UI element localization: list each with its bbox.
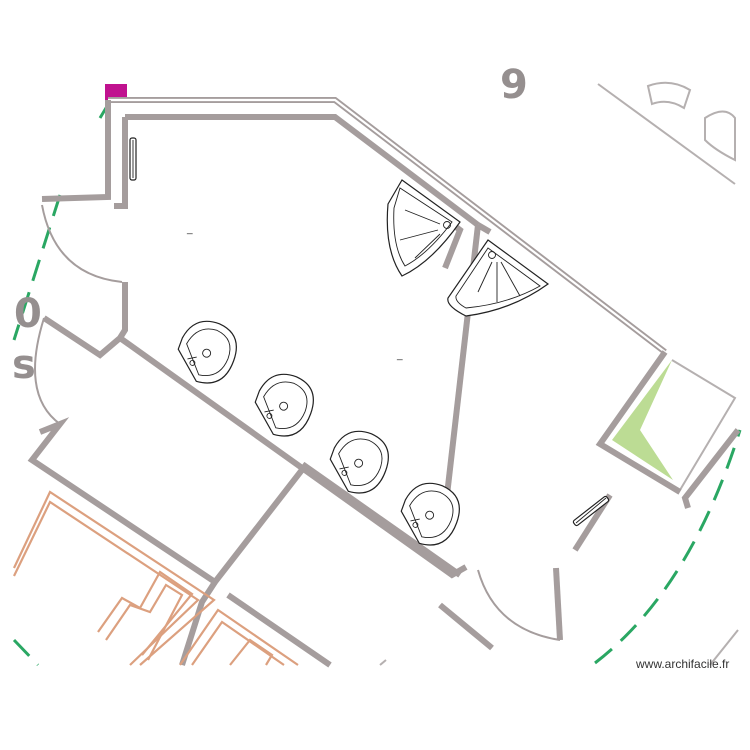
sink	[246, 365, 322, 445]
room-marker: _	[186, 224, 193, 235]
neighbor-fixtures	[597, 81, 736, 185]
neighbor-wall	[709, 629, 739, 666]
green-zone	[612, 360, 673, 480]
neighbor-wall	[379, 659, 387, 666]
marker-square	[105, 84, 127, 101]
plan-label: 9	[500, 62, 528, 108]
door-swings	[34, 204, 561, 649]
plan-label: 0	[14, 291, 42, 337]
exterior-building	[13, 490, 299, 666]
grab-bar	[129, 137, 137, 181]
plan-label: s	[12, 342, 36, 388]
main-walls	[27, 97, 741, 668]
shower-tray	[386, 179, 461, 277]
shower-tray	[447, 239, 550, 317]
green-zone-outline	[671, 359, 737, 491]
room-marker: _	[396, 350, 403, 361]
grab-bar	[572, 495, 610, 527]
watermark[interactable]: www.archifacile.fr	[636, 657, 730, 671]
